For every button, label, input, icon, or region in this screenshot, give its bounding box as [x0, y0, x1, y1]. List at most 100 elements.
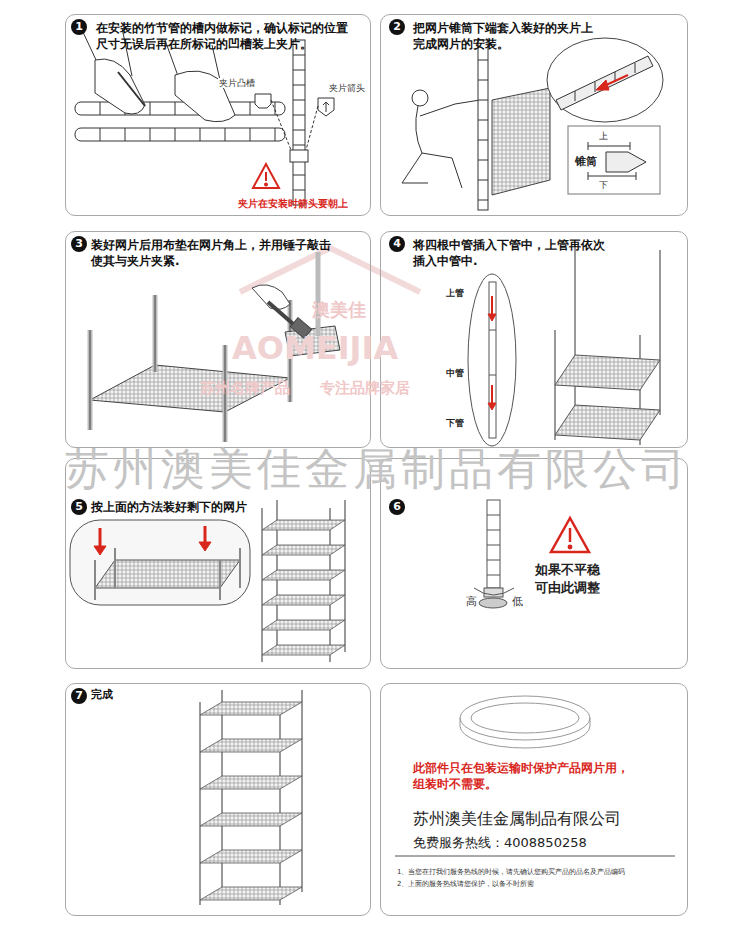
watermark: 澳美佳	[312, 300, 366, 321]
step1-figure	[255, 94, 271, 108]
step-panel: 将四根中管插入下管中，上管再依次插入中管中.	[380, 231, 688, 448]
panel-text: 把网片锥筒下端套入装好的夹片上完成网片的安装。	[413, 20, 601, 52]
panel-text: 如果不平稳 可由此调整	[535, 561, 609, 596]
panel-text: 在安装的竹节管的槽内做标记，确认标记的位置尺寸无误后再在所标记的凹槽装上夹片。	[96, 20, 354, 52]
step4-figure	[555, 245, 660, 445]
step7-figure	[200, 690, 302, 905]
red-arrow	[488, 314, 496, 321]
step6-figure	[474, 588, 514, 595]
panel-text: 免费服务热线：4008850258	[413, 834, 683, 852]
packing-ring	[460, 696, 590, 748]
callout-number: 1	[71, 19, 87, 35]
step5-figure	[262, 645, 345, 655]
step3-figure	[90, 295, 290, 442]
step4-figure	[489, 330, 496, 375]
step5-figure	[95, 560, 240, 588]
callout-number: 6	[389, 499, 405, 515]
step1-figure	[293, 55, 305, 190]
adjust-label: 高	[466, 596, 477, 609]
part-name: 夹片箭头	[328, 83, 366, 93]
part-name: 中管	[446, 368, 464, 378]
part-name: 下管	[446, 418, 464, 428]
step2-figure	[402, 100, 480, 188]
step3-figure	[90, 365, 290, 412]
watermark: 专注品牌家居	[320, 380, 410, 397]
part-name: 上管	[446, 288, 464, 298]
dimension-label: 下	[598, 180, 609, 190]
step5-figure	[262, 620, 345, 630]
step-panel: 把网片锥筒下端套入装好的夹片上完成网片的安装。	[380, 14, 688, 216]
step7-figure	[200, 850, 302, 863]
warning-icon	[551, 518, 589, 552]
step1-figure	[118, 72, 145, 106]
step-panel: 在安装的竹节管的槽内做标记，确认标记的位置尺寸无误后再在所标记的凹槽装上夹片。	[65, 14, 371, 216]
step2-figure	[412, 90, 428, 106]
panel-text: 1、当您在打我们服务热线的时候，请先确认您购买产品的品名及产品编码	[397, 868, 687, 877]
step2-figure	[575, 63, 635, 101]
warning-icon	[253, 164, 279, 188]
watermark: 苏州名牌产品	[200, 380, 290, 397]
step1-figure	[293, 40, 305, 205]
info-panel: 此部件只在包装运输时保护产品网片用，组装时不需要。苏州澳美佳金属制品有限公司免费…	[380, 683, 688, 916]
warning-icon	[569, 528, 572, 542]
step1-figure	[95, 59, 145, 114]
step4-figure	[468, 274, 516, 446]
callout-number: 2	[389, 19, 405, 35]
callout-number: 4	[389, 236, 405, 252]
step1-figure	[323, 102, 329, 112]
panel-text: 完成	[91, 688, 151, 703]
step2-figure	[606, 152, 646, 172]
packing-ring	[460, 718, 590, 748]
red-arrow	[488, 403, 496, 410]
callout-number: 5	[71, 499, 87, 515]
step1-figure	[75, 128, 285, 141]
red-arrow	[99, 528, 102, 546]
step2-figure	[556, 56, 653, 110]
step5-figure	[70, 500, 345, 662]
packing-ring	[471, 703, 579, 733]
step4-figure	[555, 405, 660, 440]
step7-figure	[200, 739, 302, 752]
packing-ring	[460, 696, 590, 740]
step6-figure	[484, 588, 503, 597]
warning-icon	[265, 184, 267, 186]
warning-icon	[265, 172, 267, 181]
panel-text: 2、上面的服务热线请您保护，以备不时所需	[397, 880, 687, 889]
step5-figure	[262, 500, 345, 662]
panel-text: 苏州澳美佳金属制品有限公司	[413, 808, 683, 830]
red-arrow	[491, 385, 493, 403]
step2-figure	[492, 88, 550, 195]
step5-figure	[262, 570, 345, 580]
red-arrow	[488, 296, 496, 410]
step5-figure	[95, 548, 240, 600]
callout-number: 7	[71, 688, 87, 704]
red-arrow	[596, 75, 628, 90]
step1-figure	[271, 100, 318, 150]
step4-figure	[555, 355, 660, 390]
separator-line	[395, 856, 675, 857]
step6-figure	[487, 500, 500, 588]
step7-figure	[200, 776, 302, 789]
step6-figure	[479, 598, 507, 608]
step4-figure	[489, 282, 496, 438]
panel-text: 将四根中管插入下管中，上管再依次插入中管中.	[413, 237, 613, 269]
step5-figure	[262, 545, 345, 555]
step2-figure	[478, 60, 488, 200]
step2-figure	[478, 40, 488, 210]
step7-figure	[200, 813, 302, 826]
step2-figure	[547, 38, 663, 122]
step1-figure	[318, 98, 334, 116]
red-arrow	[199, 542, 211, 551]
panel-text: 装好网片后用布垫在网片角上，并用锤子敲击使其与夹片夹紧.	[91, 237, 341, 269]
watermark: AOMEIJIA	[232, 330, 398, 367]
step1-figure	[75, 102, 285, 115]
panel-text: 按上面的方法装好剩下的网片	[91, 499, 331, 515]
step3-figure	[90, 295, 290, 442]
warning-icon	[551, 518, 589, 552]
panel-text: 此部件只在包装运输时保护产品网片用，组装时不需要。	[413, 760, 639, 792]
step7-figure	[200, 887, 302, 900]
step2-figure	[568, 126, 660, 194]
step5-figure	[262, 520, 345, 530]
step1-figure	[75, 28, 334, 205]
